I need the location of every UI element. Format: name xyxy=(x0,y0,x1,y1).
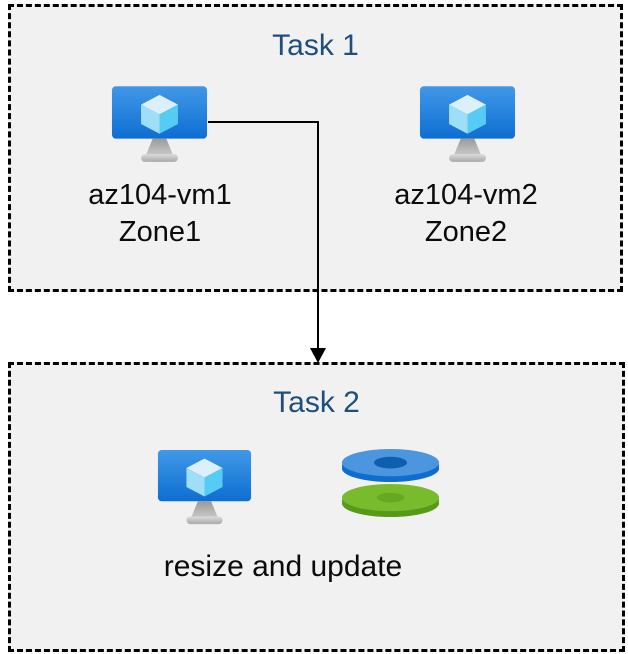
vm1-zone: Zone1 xyxy=(118,216,202,248)
task2-box: Task 2 xyxy=(8,362,625,652)
arrowhead-icon xyxy=(310,348,326,363)
vm2-zone: Zone2 xyxy=(424,216,508,248)
virtual-machine-icon xyxy=(111,85,208,165)
vm1-label: az104-vm1 Zone1 xyxy=(60,177,260,251)
virtual-machine-icon xyxy=(157,449,252,527)
task1-title: Task 1 xyxy=(272,29,359,62)
virtual-machine-icon xyxy=(419,85,516,165)
disks-icon xyxy=(340,448,441,519)
vm2-label: az104-vm2 Zone2 xyxy=(366,177,566,251)
vm2-name: az104-vm2 xyxy=(394,179,538,211)
vm1-name: az104-vm1 xyxy=(88,179,232,211)
task2-title: Task 2 xyxy=(273,386,360,419)
task2-caption: resize and update xyxy=(163,550,403,583)
task1-box: Task 1 az104-vm1 Zone1 xyxy=(8,4,623,292)
